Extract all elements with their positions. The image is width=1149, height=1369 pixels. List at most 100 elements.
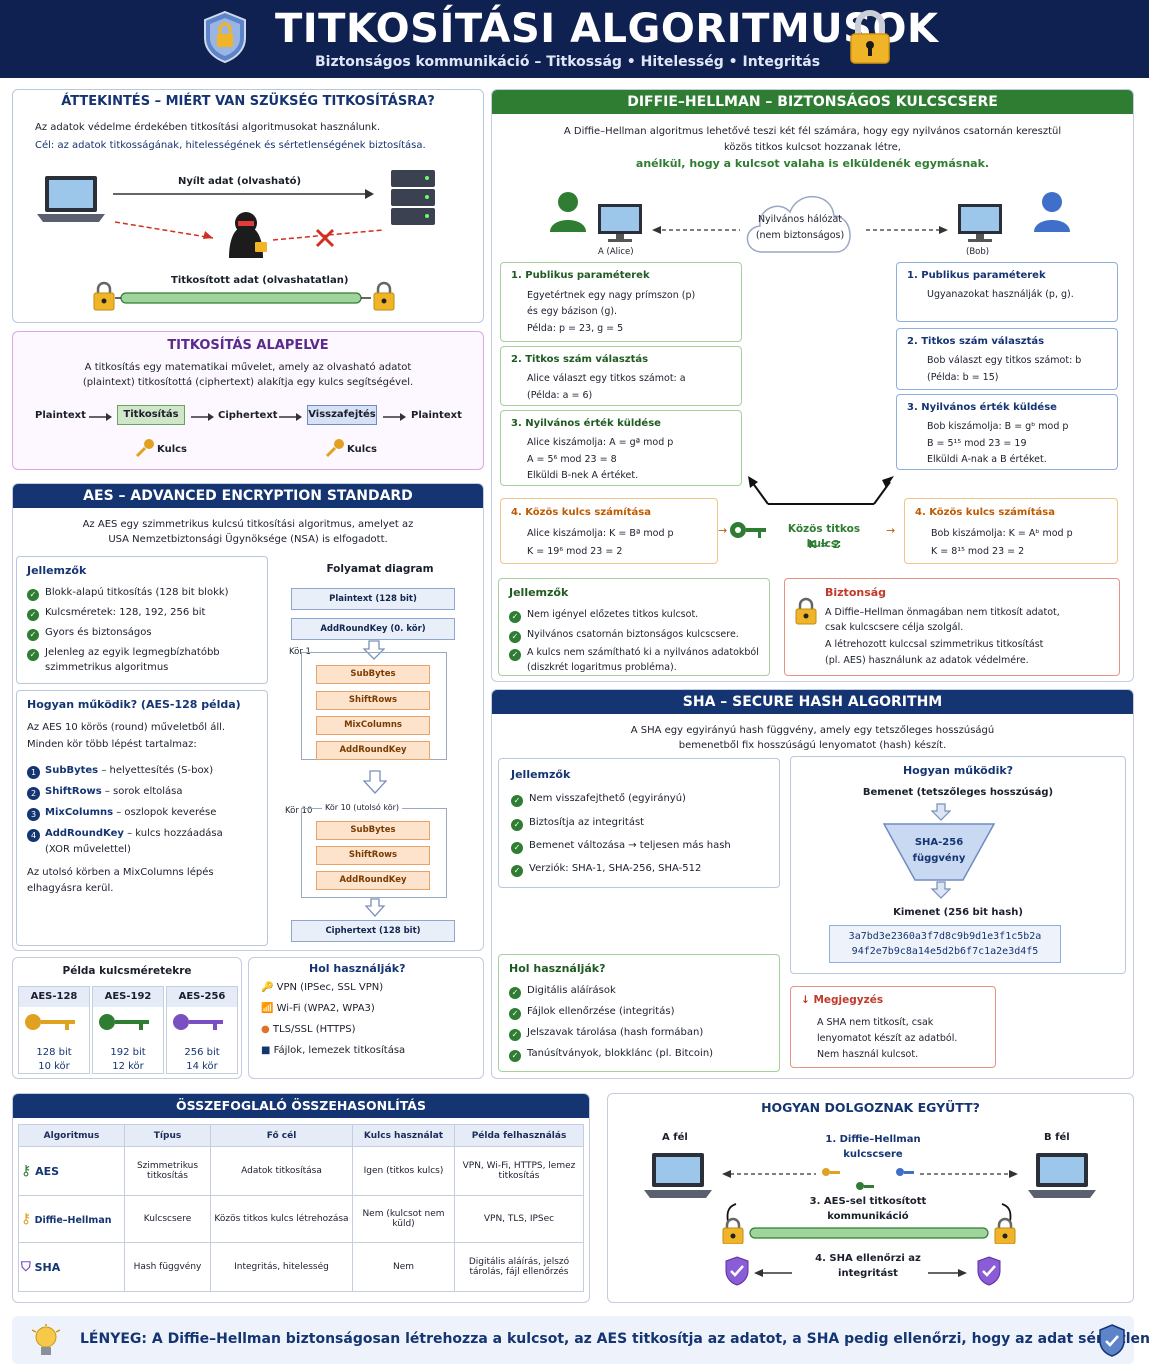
plaintext-arrow <box>113 189 374 199</box>
footer-bar: LÉNYEG: A Diffie–Hellman biztonságosan l… <box>12 1316 1149 1364</box>
dashed-arrow <box>652 226 740 234</box>
aes-title: AES – ADVANCED ENCRYPTION STANDARD <box>13 484 483 508</box>
user-alice-icon <box>550 192 586 232</box>
monitor-icon <box>958 204 1002 242</box>
check-icon: ✓ <box>509 649 521 661</box>
dh-title: DIFFIE–HELLMAN – BIZTONSÁGOS KULCSCSERE <box>492 90 1133 114</box>
key-icon <box>325 439 344 458</box>
step3-label2: kommunikáció <box>827 1211 909 1222</box>
arrow-right-icon <box>928 1269 967 1277</box>
principle-panel: TITKOSÍTÁS ALAPELVE A titkosítás egy mat… <box>12 331 484 470</box>
shield-check-icon <box>725 1256 749 1286</box>
key-label-1: Kulcs <box>157 444 187 455</box>
alice-step3: 3. Nyilvános érték küldése Alice kiszámo… <box>500 410 742 486</box>
lock-icon: ■ <box>261 1045 271 1056</box>
key-sizes-panel: Példa kulcsméretekre AES-128 128 bit 10 … <box>12 957 242 1079</box>
down-arrow-icon <box>365 898 385 917</box>
flow-plaintext: Plaintext <box>35 410 86 421</box>
dh-panel: DIFFIE–HELLMAN – BIZTONSÁGOS KULCSCSERE … <box>491 89 1134 682</box>
attack-paths <box>114 221 384 248</box>
sha-intro2: bemenetből fix hosszúságú lenyomatot (ha… <box>678 740 947 751</box>
principle-title: TITKOSÍTÁS ALAPELVE <box>167 338 329 353</box>
flow-plaintext-out: Plaintext <box>411 410 462 421</box>
padlock-icon <box>850 10 890 64</box>
aes-intro2: USA Nemzetbiztonsági Ügynöksége (NSA) is… <box>108 534 388 545</box>
bob-step4: 4. Közös kulcs számítása Bob kiszámolja:… <box>904 498 1118 564</box>
check-icon: ✓ <box>27 649 39 661</box>
check-icon: ✓ <box>511 819 523 831</box>
plaintext-label: Nyílt adat (olvasható) <box>178 176 302 187</box>
check-icon: ✓ <box>27 609 39 621</box>
check-icon: ✓ <box>511 842 523 854</box>
r10-shiftrows: ShiftRows <box>316 846 430 865</box>
aes-last2: elhagyásra kerül. <box>27 883 114 894</box>
encrypted-channel <box>722 1203 1016 1244</box>
encrypt-box: Titkosítás <box>117 405 185 425</box>
bob-step2: 2. Titkos szám választás Bob választ egy… <box>896 328 1118 390</box>
key-label-2: Kulcs <box>347 444 377 455</box>
check-icon: ✓ <box>509 987 521 999</box>
check-icon: ✓ <box>511 795 523 807</box>
page-subtitle: Biztonságos kommunikáció – Titkosság • H… <box>315 54 821 70</box>
tls-icon: ● <box>261 1024 270 1035</box>
r10-addroundkey: AddRoundKey <box>316 871 430 890</box>
compare-title: ÖSSZEFOGLALÓ ÖSSZEHASONLÍTÁS <box>13 1094 589 1118</box>
overview-line1: Az adatok védelme érdekében titkosítási … <box>35 122 381 133</box>
arrow-right-icon: → <box>886 524 896 537</box>
sha-intro1: A SHA egy egyirányú hash függvény, amely… <box>630 725 995 736</box>
round10-sub: Kör 10 (utolsó kör) <box>322 800 402 815</box>
arrow-right-icon <box>383 413 406 421</box>
arrow-left-icon <box>754 1269 792 1277</box>
aes-feature-2: ✓Kulcsméretek: 128, 192, 256 bit <box>27 605 205 621</box>
down-arrow-icon <box>363 640 385 660</box>
aes-panel: AES – ADVANCED ENCRYPTION STANDARD Az AE… <box>12 483 484 951</box>
round10-label: Kör 10 <box>285 806 313 816</box>
encrypted-tunnel <box>93 281 395 311</box>
padlock-icon <box>795 597 817 625</box>
together-panel: HOGYAN DOLGOZNAK EGYÜTT? A fél B fél 1. … <box>607 1093 1134 1303</box>
together-title: HOGYAN DOLGOZNAK EGYÜTT? <box>761 1100 980 1115</box>
wifi-icon: 📶 <box>261 1003 274 1014</box>
party-a-label: A fél <box>662 1132 688 1143</box>
down-arrow-icon <box>363 770 387 794</box>
down-arrow-icon <box>931 803 951 821</box>
lightbulb-icon <box>32 1324 60 1355</box>
sha-panel: SHA – SECURE HASH ALGORITHM A SHA egy eg… <box>491 689 1134 1079</box>
sha-uses-box: Hol használják? ✓Digitális aláírások ✓Fá… <box>498 954 780 1072</box>
flow-ark0: AddRoundKey (0. kör) <box>291 618 455 640</box>
footer-text: LÉNYEG: A Diffie–Hellman biztonságosan l… <box>80 1331 1149 1347</box>
aes-xor: (XOR művelettel) <box>45 844 131 855</box>
shield-check-icon <box>977 1256 1001 1286</box>
cloud-icon <box>746 196 851 253</box>
check-icon: ✓ <box>27 629 39 641</box>
round1-frame: SubBytes ShiftRows MixColumns AddRoundKe… <box>301 652 447 760</box>
check-icon: ✓ <box>509 631 521 643</box>
bob-label: (Bob) <box>966 247 990 257</box>
check-icon: ✓ <box>509 1008 521 1020</box>
arrow-right-icon <box>89 413 112 421</box>
r1-subbytes: SubBytes <box>316 665 430 684</box>
round1-label: Kör 1 <box>289 647 311 657</box>
shared-key-label: Közös titkos kulcs: <box>787 523 861 550</box>
alice-step2: 2. Titkos szám választás Alice választ e… <box>500 346 742 406</box>
dh-intro3: anélkül, hogy a kulcsot valaha is elküld… <box>635 157 990 170</box>
shared-key-value: K = 2 <box>808 539 840 551</box>
shared-key-icon <box>730 522 766 538</box>
laptop-icon <box>37 176 105 222</box>
page-title: TITKOSÍTÁSI ALGORITMUSOK <box>275 6 939 52</box>
party-b-label: B fél <box>1044 1132 1070 1143</box>
arrow-right-icon <box>279 413 302 421</box>
monitor-icon <box>598 204 642 242</box>
key-icon: ⚷ <box>21 1211 32 1227</box>
bob-step3: 3. Nyilvános érték küldése Bob kiszámolj… <box>896 394 1118 470</box>
hash-output: 3a7bd3e2360a3f7d8c9b9d1e3f1c5b2a 94f2e7b… <box>829 925 1061 963</box>
sha-how-box: Hogyan működik? Bemenet (tetszőleges hos… <box>790 756 1126 974</box>
aes-use-3: ● TLS/SSL (HTTPS) <box>261 1024 356 1035</box>
aes-how2: Minden kör több lépést tartalmaz: <box>27 739 197 750</box>
check-icon: ✓ <box>509 1050 521 1062</box>
sha-features-box: Jellemzők ✓Nem visszafejthető (egyirányú… <box>498 758 780 888</box>
user-bob-icon <box>1034 192 1070 232</box>
